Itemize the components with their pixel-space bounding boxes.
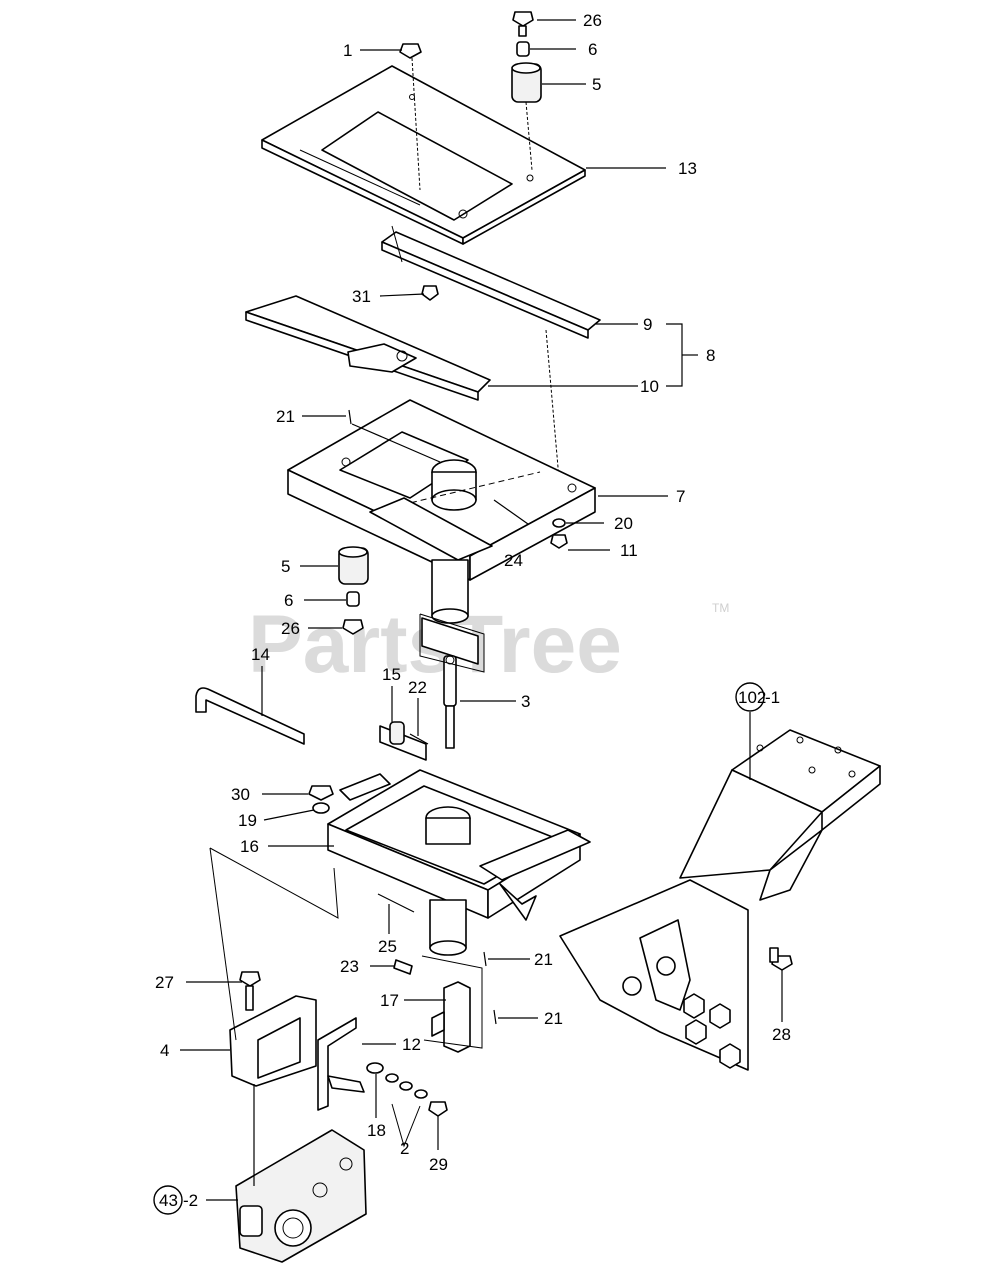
part-21-clip-lower <box>493 1009 497 1025</box>
part-6-collar-lower <box>346 591 360 607</box>
part-31-bolt <box>421 285 439 301</box>
watermark-trademark: TM <box>712 601 729 615</box>
part-2-washers <box>385 1073 428 1099</box>
ref-102-suffix: -1 <box>765 688 780 707</box>
callout-27: 27 <box>155 973 174 992</box>
part-30-nut <box>308 785 334 801</box>
part-3-gas-strut <box>443 655 457 749</box>
part-4-bracket <box>229 995 317 1087</box>
part-6-collar-top <box>516 41 530 57</box>
callout-22: 22 <box>408 678 427 697</box>
callout-21-lower: 21 <box>544 1009 563 1028</box>
part-10-rail <box>245 295 491 401</box>
callout-5-top: 5 <box>592 75 601 94</box>
callout-24: 24 <box>504 551 523 570</box>
ref-43-callout: 43 -2 <box>153 1185 238 1215</box>
leader-lines <box>180 19 783 1186</box>
callout-16: 16 <box>240 837 259 856</box>
part-7-upper-frame <box>287 399 596 581</box>
part-43-valve <box>235 1129 367 1263</box>
callout-14: 14 <box>251 645 270 664</box>
ref-43-number: 43 <box>159 1191 178 1210</box>
callout-29: 29 <box>429 1155 448 1174</box>
callout-11: 11 <box>620 541 638 560</box>
part-18-washer <box>366 1062 384 1074</box>
part-13-seat-plate <box>261 65 586 245</box>
callout-21-mid: 21 <box>534 950 553 969</box>
callout-21-upper: 21 <box>276 407 295 426</box>
callout-20: 20 <box>614 514 633 533</box>
part-19-washer <box>312 802 330 814</box>
callout-1: 1 <box>343 41 352 60</box>
callout-7: 7 <box>676 487 685 506</box>
part-26-bolt-lower <box>342 619 364 635</box>
post-tube <box>421 559 479 665</box>
callout-labels: 1 26 6 5 13 31 9 8 10 21 7 20 11 24 5 6 … <box>155 11 791 1174</box>
part-11-nut <box>550 534 568 549</box>
part-14-handle-rod <box>195 687 305 745</box>
callout-6-top: 6 <box>588 40 597 59</box>
ref-43-suffix: -2 <box>183 1191 198 1210</box>
part-5-bushing-lower <box>338 546 369 585</box>
part-102-main-frame <box>559 729 881 1071</box>
callout-6-lower: 6 <box>284 591 293 610</box>
part-22-pin <box>409 733 429 745</box>
callout-8: 8 <box>706 346 715 365</box>
part-23-pin <box>393 959 413 975</box>
callout-25: 25 <box>378 937 397 956</box>
part-27-bolt <box>239 971 261 1011</box>
part-21-clip-mid <box>483 951 487 967</box>
callout-15: 15 <box>382 665 401 684</box>
part-25-pin <box>377 893 415 913</box>
part-15-spring <box>379 721 427 761</box>
part-26-bolt-top <box>512 11 534 37</box>
part-1-nut <box>399 43 422 59</box>
part-16-lower-frame <box>327 769 591 921</box>
ref-102-callout: 102 -1 <box>735 682 780 712</box>
callout-31: 31 <box>352 287 371 306</box>
part-9-rail <box>381 225 601 339</box>
callout-13: 13 <box>678 159 697 178</box>
callout-26-lower: 26 <box>281 619 300 638</box>
callout-23: 23 <box>340 957 359 976</box>
part-5-bushing-top <box>511 62 542 103</box>
callout-9: 9 <box>643 315 652 334</box>
part-29-nut <box>428 1101 448 1117</box>
callout-4: 4 <box>160 1041 169 1060</box>
callout-2: 2 <box>400 1139 409 1158</box>
callout-5-lower: 5 <box>281 557 290 576</box>
part-12-plate <box>317 1017 365 1111</box>
part-20-washer <box>552 518 566 528</box>
lower-post <box>429 899 467 956</box>
callout-3: 3 <box>521 692 530 711</box>
callout-12: 12 <box>402 1035 421 1054</box>
callout-26-top: 26 <box>583 11 602 30</box>
part-28-bolt <box>769 947 793 971</box>
part-21-clip-upper <box>348 409 352 425</box>
callout-28: 28 <box>772 1025 791 1044</box>
ref-102-number: 102 <box>738 688 766 707</box>
callout-30: 30 <box>231 785 250 804</box>
callout-17: 17 <box>380 991 399 1010</box>
callout-19: 19 <box>238 811 257 830</box>
part-24-pin <box>493 499 529 525</box>
callout-18: 18 <box>367 1121 386 1140</box>
callout-10: 10 <box>640 377 659 396</box>
